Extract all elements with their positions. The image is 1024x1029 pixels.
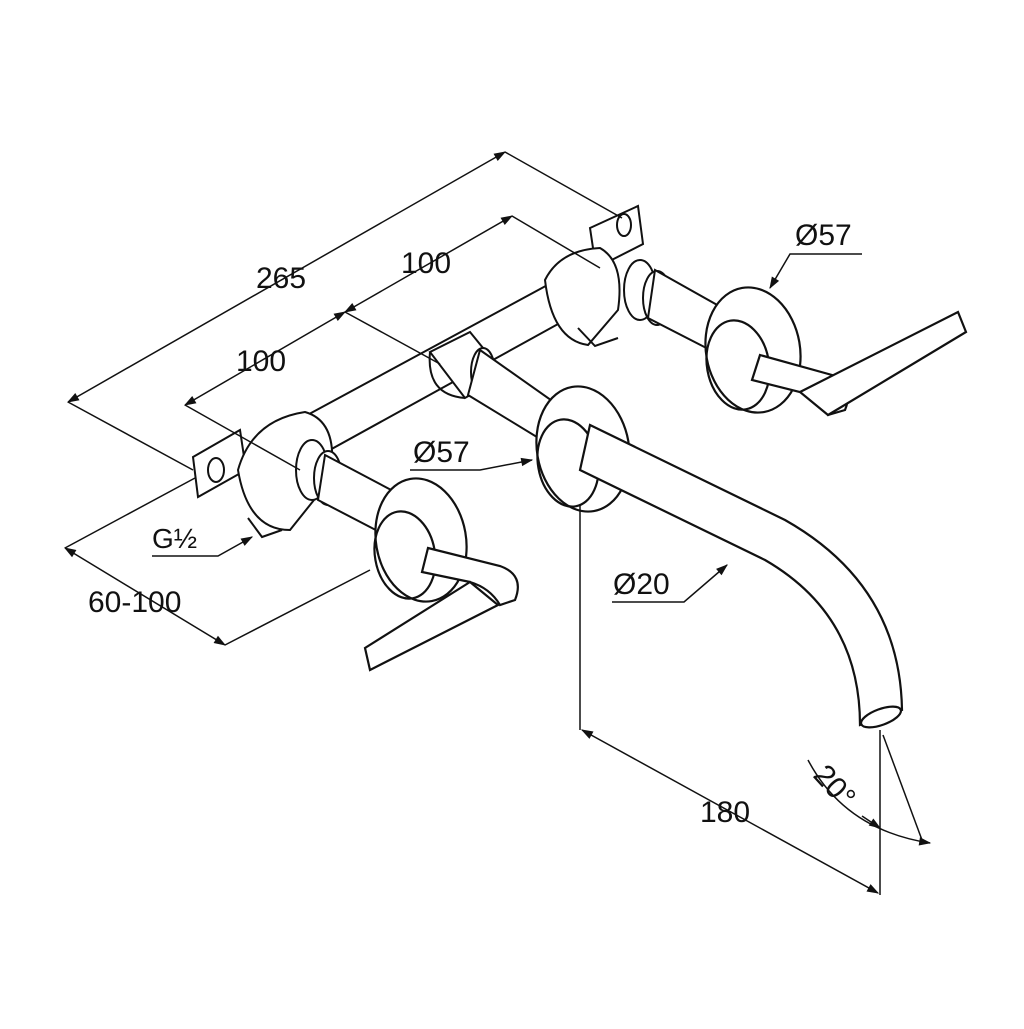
dim-60-100-line xyxy=(63,547,227,646)
label-20-deg: 20° xyxy=(807,759,862,815)
right-bracket-hole xyxy=(616,213,632,237)
dim-60-100-ext-right xyxy=(224,569,371,646)
right-valve-outlet xyxy=(577,327,619,348)
label-60-100: 60-100 xyxy=(88,586,181,619)
label-265: 265 xyxy=(256,262,306,295)
dim-100-upper-ext-right xyxy=(511,215,601,269)
lever-handles xyxy=(363,310,968,672)
dim-265-line xyxy=(66,151,507,403)
dim-100-upper-line xyxy=(343,215,514,313)
spout xyxy=(578,423,904,729)
leader-spout xyxy=(612,564,728,603)
right-valve-housing xyxy=(543,246,621,347)
left-lever-arm xyxy=(363,580,500,672)
label-spout-diameter: Ø20 xyxy=(613,568,670,601)
angle-ray xyxy=(882,734,923,841)
dim-100-lower-line xyxy=(183,311,347,406)
left-lever-stem xyxy=(420,546,519,607)
label-flange-center: Ø57 xyxy=(413,436,470,469)
right-flange xyxy=(704,286,802,414)
leader-thread xyxy=(152,536,254,557)
leader-center-flange xyxy=(410,457,534,471)
label-100-upper: 100 xyxy=(401,247,451,280)
right-lever-arm xyxy=(797,310,968,417)
angle-arc xyxy=(807,759,932,846)
spout-outlet xyxy=(859,705,903,729)
label-flange-right: Ø57 xyxy=(795,219,852,252)
leader-right-flange xyxy=(769,253,862,290)
dim-100-upper-ext-left xyxy=(344,311,441,365)
left-bracket-hole xyxy=(207,457,225,483)
left-valve-outlet xyxy=(247,517,283,539)
dimension-labels: 265 100 100 60-100 180 20° Ø57 Ø57 Ø20 G… xyxy=(88,219,862,829)
dim-265-ext-right xyxy=(504,151,623,219)
angle-arrow-left xyxy=(861,815,881,829)
label-100-lower: 100 xyxy=(236,345,286,378)
dim-100-lower-ext xyxy=(184,404,301,471)
dim-265-ext-left xyxy=(67,401,194,471)
dim-60-100-ext-left xyxy=(64,477,196,549)
dim-180-line xyxy=(580,729,880,894)
label-thread: G½ xyxy=(152,523,197,554)
dimension-lines xyxy=(63,151,932,895)
label-180: 180 xyxy=(700,796,750,829)
